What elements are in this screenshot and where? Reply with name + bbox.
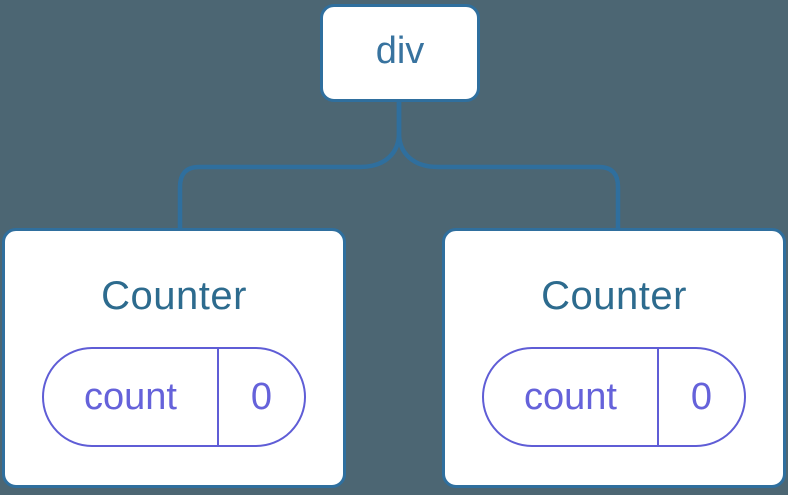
tree-node-counter-right: Counter count 0: [442, 228, 786, 488]
state-value-cell: 0: [659, 349, 744, 445]
tree-node-root-div: div: [320, 4, 480, 102]
state-badge: count 0: [42, 347, 306, 447]
connector-left-branch: [177, 102, 402, 229]
tree-node-counter-left: Counter count 0: [2, 228, 346, 488]
state-value: 0: [690, 376, 713, 418]
state-key-label: count: [84, 376, 177, 418]
state-key-cell: count: [44, 349, 219, 445]
counter-node-title: Counter: [101, 274, 247, 318]
state-value: 0: [250, 376, 273, 418]
state-value-cell: 0: [219, 349, 304, 445]
counter-node-title: Counter: [541, 274, 687, 318]
connector-right-branch: [396, 102, 621, 229]
state-key-label: count: [524, 376, 617, 418]
state-key-cell: count: [484, 349, 659, 445]
root-node-label: div: [375, 30, 425, 72]
state-badge: count 0: [482, 347, 746, 447]
